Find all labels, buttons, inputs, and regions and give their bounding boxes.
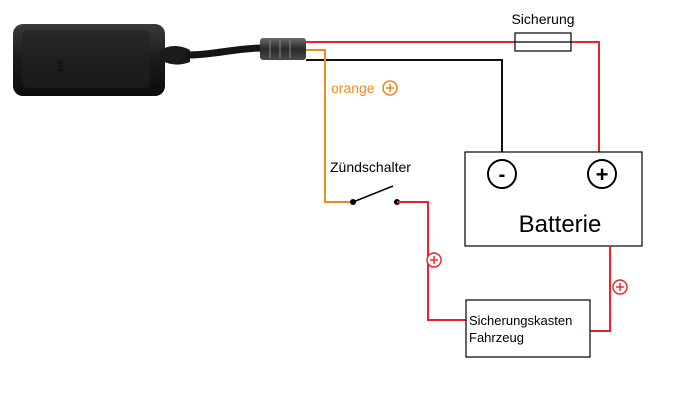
fuse-label: Sicherung (511, 11, 574, 27)
svg-text:-: - (499, 164, 506, 186)
red-wire-battery-to-fusebox (590, 246, 611, 332)
battery-minus-terminal: - (487, 159, 517, 189)
fuse-box-label-line2: Fahrzeug (469, 330, 524, 345)
fuse-symbol (514, 32, 572, 52)
red-wire-battery-plus (571, 41, 600, 152)
orange-wire-label: orange (331, 80, 375, 96)
battery-plus-terminal: + (587, 159, 617, 189)
orange-wire (306, 49, 353, 203)
black-wire-battery-minus (306, 59, 503, 152)
svg-text:+: + (596, 162, 609, 187)
connector-plug (260, 38, 306, 60)
svg-text:GPS: GPS (56, 60, 62, 73)
battery-label: Batterie (519, 211, 602, 238)
fuse-box-label-line1: Sicherungskasten (469, 313, 572, 328)
orange-plus-icon (382, 80, 398, 96)
ignition-switch-symbol (350, 185, 400, 205)
red-plus-icon-switch (426, 252, 442, 268)
red-plus-icon-battery (612, 279, 628, 295)
ignition-switch-label: Zündschalter (330, 159, 411, 175)
fuse-box (465, 299, 591, 358)
gps-tracker-device: GPS (13, 24, 306, 96)
